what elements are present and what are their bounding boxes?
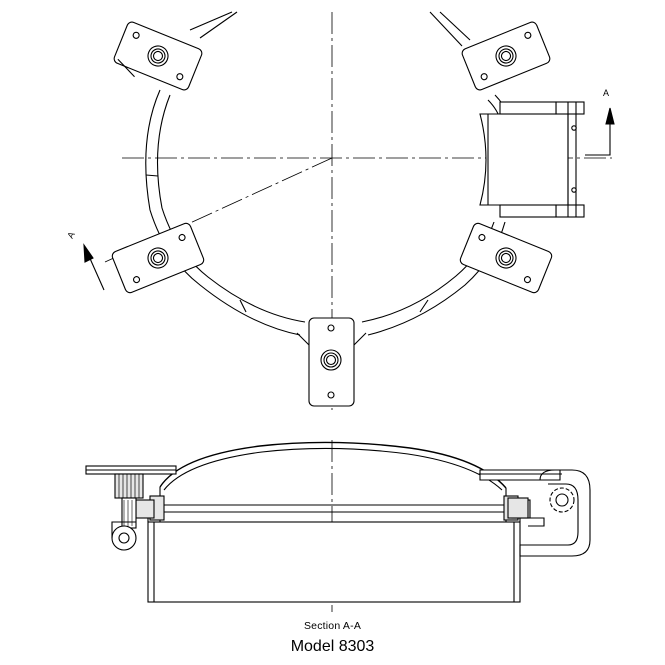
section-view: [85, 441, 591, 603]
clamp-bracket-top-left: [113, 21, 203, 91]
clamp-bracket-bottom-right: [459, 222, 553, 294]
clamp-bracket-top-right: [461, 21, 551, 91]
clamp-ring: [145, 11, 511, 336]
section-marker-right: [585, 107, 615, 156]
section-label: Section A-A: [303, 620, 362, 632]
clamp-bracket-bottom-center: [296, 317, 367, 407]
section-marker-left: [83, 243, 105, 291]
section-left-clamp: [85, 465, 177, 551]
hinge-top-view: [479, 101, 585, 218]
clamp-bracket-bottom-left: [111, 222, 205, 294]
model-label: Model 8303: [290, 638, 375, 655]
section-right-hinge: [478, 469, 591, 557]
section-marker-right-label: A: [603, 88, 610, 98]
